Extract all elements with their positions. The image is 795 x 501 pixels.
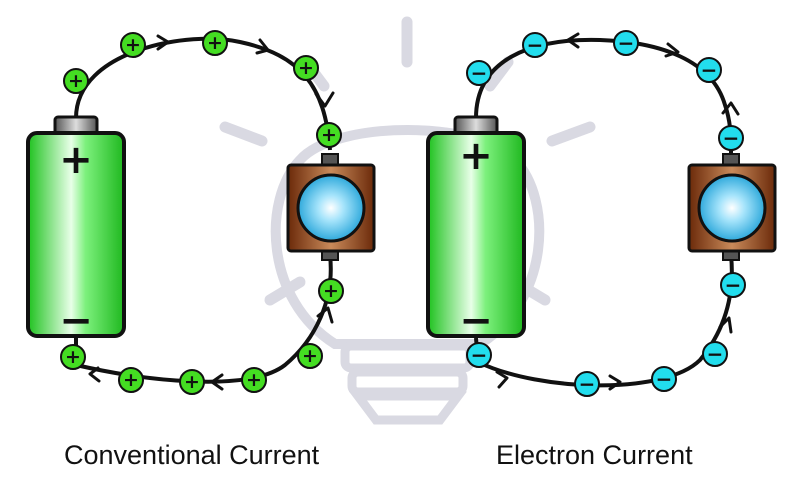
charge-sign: + [246, 369, 262, 391]
charge-icon: + [297, 343, 323, 369]
charge-sign: + [207, 32, 223, 54]
charge-sign: − [723, 126, 740, 150]
wire [474, 254, 734, 388]
charge-sign: − [471, 343, 488, 367]
charge-sign: − [707, 342, 724, 366]
arrow-icon [566, 32, 580, 49]
charge-sign: + [298, 57, 314, 79]
battery-positive-terminal-label: + [59, 137, 93, 183]
arrow-icon [608, 374, 622, 391]
charge-sign: − [527, 33, 544, 57]
conventional-current-caption: Conventional Current [64, 440, 320, 470]
charge-icon: + [120, 32, 146, 58]
charge-sign: + [68, 70, 84, 92]
arrow-icon [255, 38, 270, 55]
arrow-icon [664, 42, 680, 58]
charge-icon: + [118, 367, 144, 393]
charge-icon: − [720, 272, 746, 298]
lightbulb-watermark-icon [219, 16, 596, 425]
arrow-icon [495, 370, 509, 389]
arrow-icon [156, 34, 170, 51]
bulb-icon [687, 153, 777, 261]
charge-icon: + [318, 278, 344, 304]
arrow-icon [210, 373, 224, 391]
bulb-icon [286, 153, 376, 261]
battery-positive-terminal-label: + [459, 133, 493, 179]
charge-icon: − [696, 57, 722, 83]
charge-sign: + [302, 345, 318, 367]
charge-sign: + [123, 369, 139, 391]
charge-icon: − [702, 341, 728, 367]
charge-sign: − [701, 58, 718, 82]
charge-icon: + [63, 68, 89, 94]
charge-sign: − [471, 61, 488, 85]
arrow-icon [316, 306, 334, 324]
battery-icon: + − [26, 115, 126, 344]
charge-sign: + [125, 34, 141, 56]
arrow-icon [718, 316, 733, 334]
charge-icon: + [293, 55, 319, 81]
charge-sign: + [323, 280, 339, 302]
charge-sign: − [725, 273, 742, 297]
battery-negative-terminal-label: − [459, 298, 493, 344]
charge-icon: − [613, 30, 639, 56]
arrow-icon [88, 366, 101, 383]
charge-icon: + [179, 369, 205, 395]
battery-icon: + − [426, 115, 526, 344]
wire [474, 37, 734, 166]
charge-sign: − [579, 372, 596, 396]
arrow-icon [314, 91, 335, 108]
charge-icon: − [718, 125, 744, 151]
charge-icon: − [651, 366, 677, 392]
charge-icon: − [574, 371, 600, 397]
electron-circuit: + − − − − − − − − − − − [426, 30, 777, 397]
charge-sign: + [321, 124, 337, 146]
conventional-circuit: + − + + + + + + + + + + + [26, 30, 376, 395]
charge-sign: − [656, 367, 673, 391]
charge-icon: + [316, 122, 342, 148]
battery-negative-terminal-label: − [59, 298, 93, 344]
charge-icon: + [241, 367, 267, 393]
charge-icon: + [202, 30, 228, 56]
charge-sign: − [618, 31, 635, 55]
charge-sign: + [184, 371, 200, 393]
charge-icon: − [466, 342, 492, 368]
charge-icon: + [60, 344, 86, 370]
electron-current-caption: Electron Current [496, 440, 693, 470]
charge-icon: − [466, 60, 492, 86]
arrow-icon [721, 101, 740, 116]
charge-sign: + [65, 346, 81, 368]
charge-icon: − [522, 32, 548, 58]
